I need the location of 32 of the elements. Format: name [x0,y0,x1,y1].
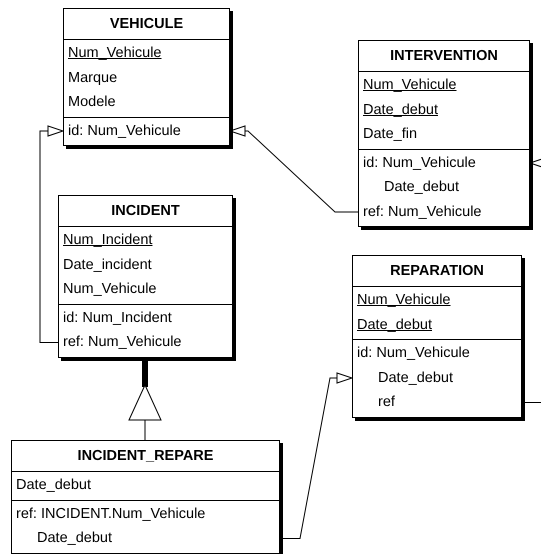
entity-name: VEHICULE [108,15,184,34]
constraint-text: id: Num_Vehicule [362,154,476,172]
entity-box [63,8,230,146]
entity-name: INTERVENTION [389,47,499,66]
constraint-text: Date_debut [383,178,459,197]
attribute-name: Modele [67,93,116,112]
constraint-text: Date_debut [36,529,112,548]
reference-arrow [40,126,64,343]
entity-name: INCIDENT_REPARE [76,447,214,466]
constraint-text: id: Num_Vehicule [67,122,181,140]
key-attribute: Num_Incident [62,231,152,250]
constraint-text: Date_debut [377,368,453,388]
constraint-text: id: Num_Vehicule [356,344,470,363]
attribute-name: Date_fin [362,125,418,144]
entity-box [358,40,530,227]
key-attribute: Date_debut [362,100,438,120]
key-attribute: Num_Vehicule [356,291,450,310]
constraint-text: ref: Num_Vehicule [362,202,482,222]
entity-name: REPARATION [389,262,485,281]
key-attribute: Num_Vehicule [362,76,456,95]
attribute-name: Num_Vehicule [62,280,156,299]
attribute-name: Date_debut [15,476,91,495]
constraint-text: ref: INCIDENT.Num_Vehicule [15,504,206,524]
constraint-text: ref: Num_Vehicule [62,333,182,352]
attribute-name: Date_incident [62,256,152,274]
constraint-text: id: Num_Incident [62,308,172,328]
key-attribute: Date_debut [356,316,432,334]
attribute-name: Marque [67,68,118,88]
entity-name: INCIDENT [110,202,181,221]
key-attribute: Num_Vehicule [67,44,162,63]
entity-box [11,440,280,554]
constraint-text: ref [377,393,395,412]
